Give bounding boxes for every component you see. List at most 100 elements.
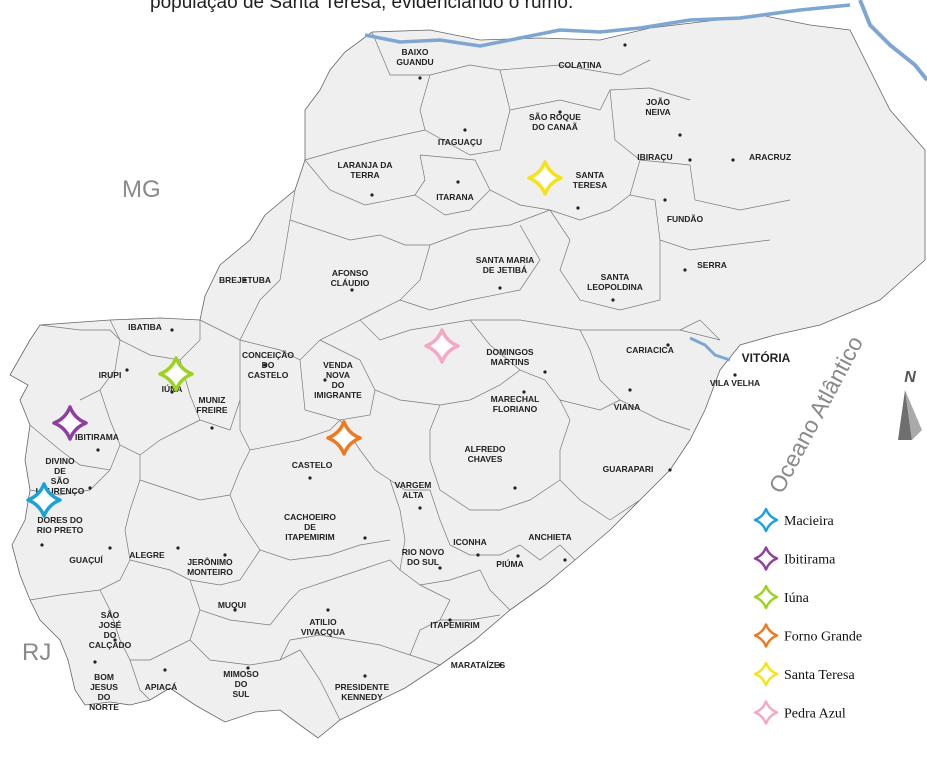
municipality-seat bbox=[731, 158, 735, 162]
marker-iúna-icon bbox=[158, 356, 194, 392]
municipality-seat bbox=[370, 193, 374, 197]
municipality-seat bbox=[733, 373, 737, 377]
municipal-borders bbox=[29, 31, 791, 721]
municipality-seat bbox=[93, 660, 97, 664]
marker-forno-grande-icon bbox=[326, 420, 362, 456]
municipality-seat bbox=[223, 553, 227, 557]
municipality-seat bbox=[666, 343, 670, 347]
marker-macieira-icon bbox=[26, 482, 62, 518]
legend-label: Ibitirama bbox=[784, 553, 836, 568]
municipality-label: VILA VELHA bbox=[710, 378, 760, 388]
municipality-label: MUQUI bbox=[218, 600, 246, 610]
municipality-seat bbox=[176, 546, 180, 550]
marker-santa-teresa-icon bbox=[527, 160, 563, 196]
municipality-seat bbox=[623, 43, 627, 47]
municipality-seat bbox=[513, 486, 517, 490]
municipality-seat bbox=[418, 76, 422, 80]
municipality-label: IÚNA bbox=[162, 383, 183, 394]
municipality-seat bbox=[350, 288, 354, 292]
map-caption: população de Santa Teresa, evidenciando … bbox=[150, 0, 574, 13]
municipality-label: ARACRUZ bbox=[749, 152, 791, 162]
municipality-label: CASTELO bbox=[292, 460, 333, 470]
municipality-label: ITAPEMIRIM bbox=[430, 620, 479, 630]
municipality-seat bbox=[558, 110, 562, 114]
municipality-label: SERRA bbox=[697, 260, 727, 270]
municipality-seat bbox=[363, 536, 367, 540]
location-markers bbox=[26, 160, 563, 518]
legend-label: Macieira bbox=[784, 514, 835, 529]
municipality-seat bbox=[88, 486, 92, 490]
municipality-seat bbox=[448, 618, 452, 622]
legend-pedra-azul-icon bbox=[753, 700, 779, 725]
municipality-label: COLATINA bbox=[558, 60, 601, 70]
municipality-label: MARATAÍZES bbox=[451, 660, 506, 670]
municipality-seat bbox=[326, 608, 330, 612]
municipality-label: VIANA bbox=[614, 402, 640, 412]
municipality-seats bbox=[40, 43, 737, 678]
municipality-label: APIACÁ bbox=[145, 682, 178, 692]
legend-label: Pedra Azul bbox=[784, 707, 846, 722]
municipality-seat bbox=[498, 286, 502, 290]
north-arrow: N bbox=[898, 369, 922, 440]
municipality-seat bbox=[516, 554, 520, 558]
municipality-seat bbox=[113, 638, 117, 642]
municipality-seat bbox=[308, 476, 312, 480]
municipality-seat bbox=[243, 278, 247, 282]
municipality-label: PIÚMA bbox=[496, 558, 523, 569]
legend-label: Forno Grande bbox=[784, 630, 862, 645]
rivers bbox=[364, 0, 927, 362]
municipality-label: GUAÇUÍ bbox=[69, 555, 103, 565]
legend-iúna-icon bbox=[753, 584, 779, 610]
municipality-seat bbox=[476, 553, 480, 557]
municipality-label: ANCHIETA bbox=[528, 532, 571, 542]
municipality-seat bbox=[463, 128, 467, 132]
municipality-label: ALEGRE bbox=[129, 550, 165, 560]
state-label-rj: RJ bbox=[22, 639, 51, 666]
municipality-label: CARIACICA bbox=[626, 345, 674, 355]
municipality-seat bbox=[456, 180, 460, 184]
municipality-seat bbox=[668, 468, 672, 472]
legend-label: Iúna bbox=[784, 591, 810, 606]
municipality-seat bbox=[498, 663, 502, 667]
north-arrow-shadow bbox=[905, 390, 922, 440]
municipality-seat bbox=[543, 370, 547, 374]
municipality-label: GUARAPARI bbox=[603, 464, 654, 474]
municipality-label: IRUPI bbox=[99, 370, 122, 380]
municipality-seat bbox=[522, 390, 526, 394]
municipality-seat bbox=[438, 566, 442, 570]
municipality-label: ICONHA bbox=[453, 537, 487, 547]
municipality-seat bbox=[418, 506, 422, 510]
municipality-seat bbox=[663, 198, 667, 202]
marker-ibitirama-icon bbox=[52, 405, 88, 441]
municipality-seat bbox=[170, 390, 174, 394]
north-arrow-icon bbox=[898, 390, 912, 440]
marker-pedra-azul-icon bbox=[424, 328, 460, 364]
municipality-label: IBATIBA bbox=[128, 322, 162, 332]
municipality-seat bbox=[40, 543, 44, 547]
capital-label: VITÓRIA bbox=[742, 350, 791, 365]
municipality-seat bbox=[210, 426, 214, 430]
